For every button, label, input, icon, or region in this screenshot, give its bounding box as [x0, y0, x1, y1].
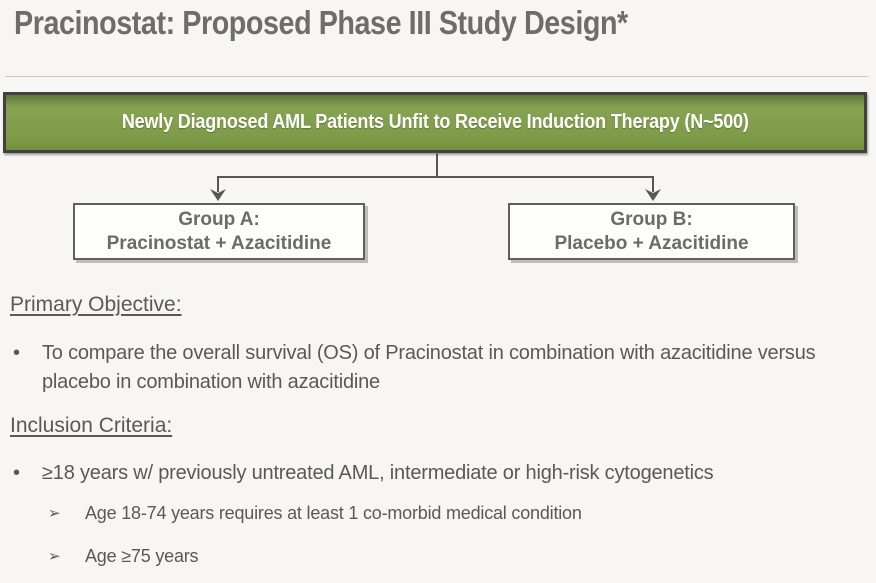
group-b-title: Group B: — [610, 208, 693, 230]
arrow-bullet-icon: ➢ — [48, 505, 61, 522]
bullet-icon: • — [13, 342, 20, 364]
sub-bullet-1-text: Age 18-74 years requires at least 1 co-m… — [85, 503, 582, 523]
bullet-icon: • — [13, 462, 20, 484]
primary-objective-heading: Primary Objective: — [10, 293, 182, 316]
group-b-treatment: Placebo + Azacitidine — [554, 232, 749, 254]
sub-bullet-2-text: Age ≥75 years — [85, 546, 199, 566]
group-a-treatment: Pracinostat + Azacitidine — [106, 232, 332, 254]
patient-population-banner: Newly Diagnosed AML Patients Unfit to Re… — [3, 92, 867, 153]
primary-objective-bullet: • To compare the overall survival (OS) o… — [13, 339, 834, 397]
group-a-box: Group A: Pracinostat + Azacitidine — [73, 203, 365, 260]
group-a-title: Group A: — [178, 208, 260, 230]
arrowhead-left-icon — [210, 189, 226, 201]
group-b-box: Group B: Placebo + Azacitidine — [508, 203, 795, 260]
arrowhead-right-icon — [645, 189, 661, 201]
banner-label: Newly Diagnosed AML Patients Unfit to Re… — [121, 111, 749, 133]
inclusion-criteria-text: ≥18 years w/ previously untreated AML, i… — [42, 462, 714, 484]
inclusion-sub-bullet-1: ➢ Age 18-74 years requires at least 1 co… — [48, 502, 582, 525]
title-divider — [5, 76, 868, 77]
flow-connector — [210, 152, 661, 201]
inclusion-criteria-bullet: • ≥18 years w/ previously untreated AML,… — [13, 459, 714, 488]
page-title: Pracinostat: Proposed Phase III Study De… — [14, 4, 628, 41]
arrow-bullet-icon: ➢ — [48, 548, 61, 565]
inclusion-sub-bullet-2: ➢ Age ≥75 years — [48, 545, 199, 568]
primary-objective-text: To compare the overall survival (OS) of … — [42, 342, 816, 393]
inclusion-criteria-heading: Inclusion Criteria: — [10, 414, 173, 437]
